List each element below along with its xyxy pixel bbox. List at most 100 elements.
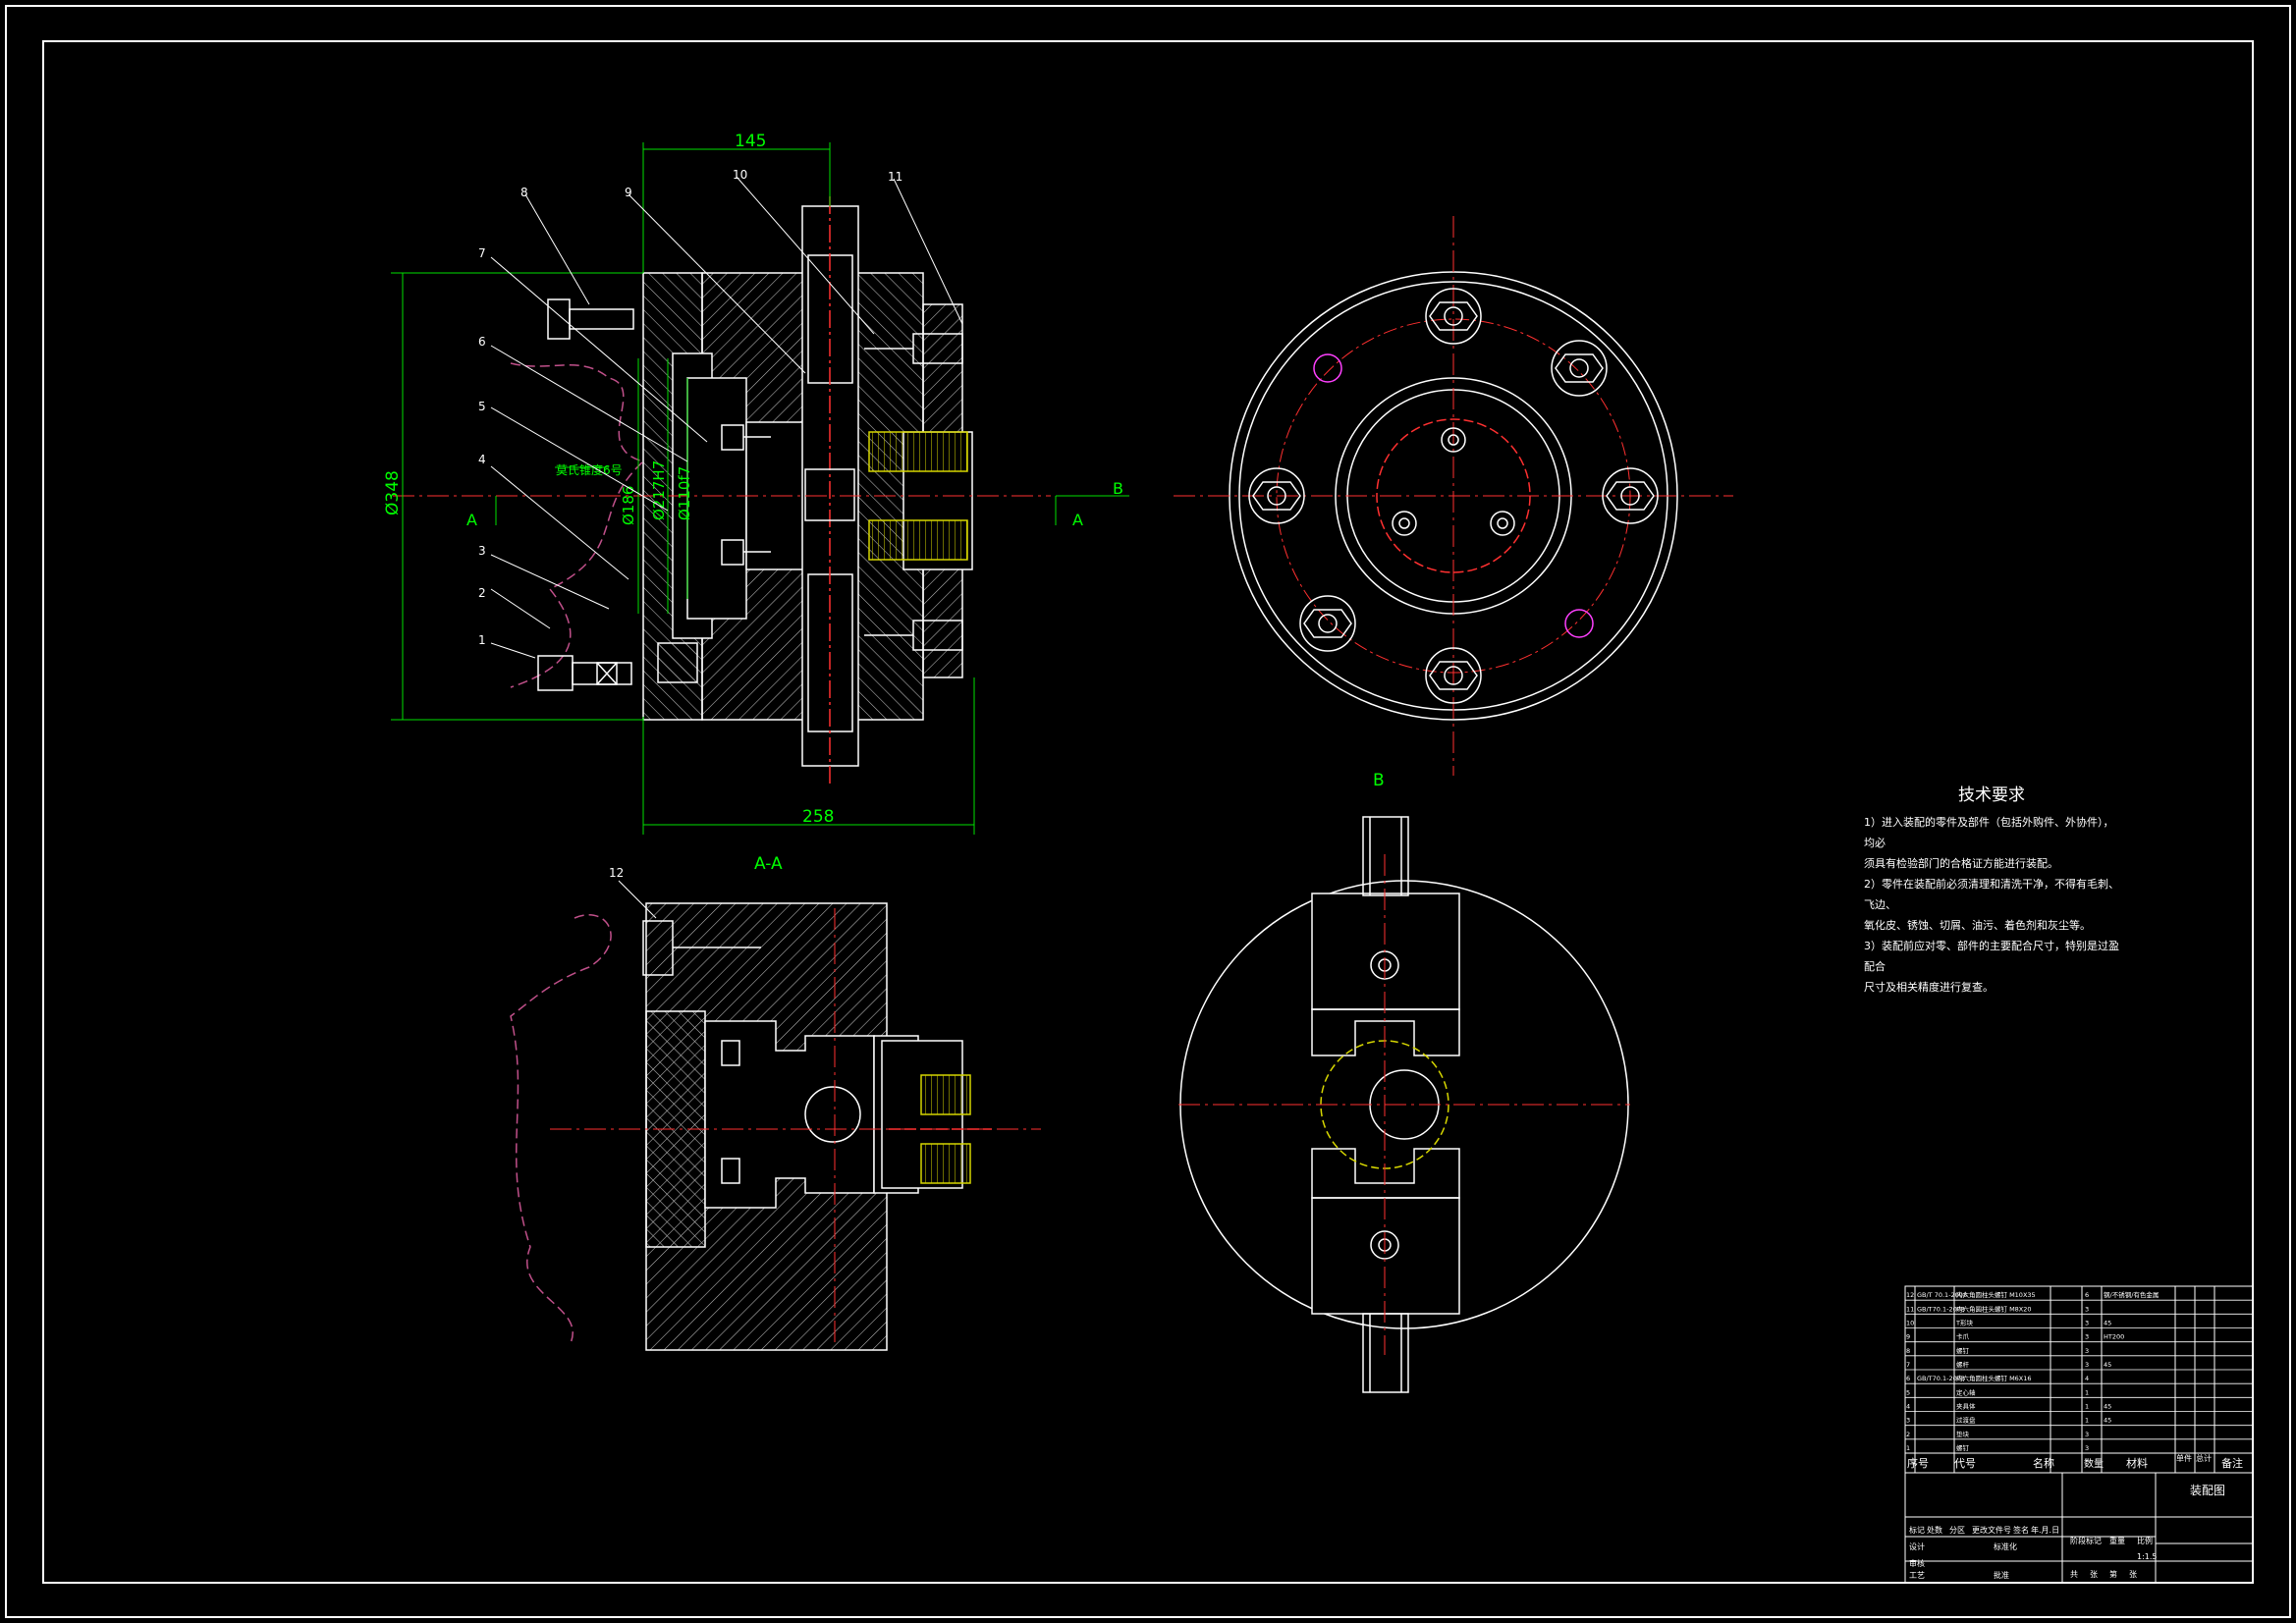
bom-header-code: 代号 <box>1954 1457 1976 1470</box>
bom-cell: 螺杆 <box>1956 1360 1970 1369</box>
main-view-dimensions <box>391 142 975 835</box>
section-arrows <box>495 495 1129 525</box>
bom-cell: 10 <box>1906 1320 1914 1327</box>
hex-bolt-upper <box>547 298 634 340</box>
bom-header-remark: 备注 <box>2221 1456 2243 1470</box>
tech-req-title: 技术要求 <box>1958 785 2025 805</box>
bom-cell: 45 <box>2104 1417 2111 1425</box>
balloon-12: 12 <box>609 866 624 880</box>
bom-cell: 定心轴 <box>1956 1387 1976 1396</box>
dim-217: Ø217H7 <box>650 460 668 520</box>
tb-label-mark: 标记 <box>1909 1525 1925 1535</box>
taper-note: 莫氏锥度6号 <box>556 462 623 477</box>
bom-header-unit: 单件 <box>2176 1453 2192 1463</box>
tech-req-line-4: 氧化皮、锈蚀、切屑、油污、着色剂和灰尘等。 <box>1864 919 2091 932</box>
bom-cell: 螺钉 <box>1956 1346 1970 1355</box>
tb-label-stage: 阶段标记 <box>2070 1536 2102 1545</box>
balloon-10: 10 <box>733 168 747 182</box>
tb-label-weight: 重量 <box>2109 1536 2125 1545</box>
hex-nut-left <box>1248 467 1305 524</box>
socket-screw-inner-2 <box>721 539 771 566</box>
bom-header-material: 材料 <box>2126 1456 2148 1470</box>
tb-label-zone: 分区 <box>1949 1526 1965 1535</box>
tb-label-no: 第 <box>2109 1569 2117 1579</box>
title-block: 装配图 标记 处数 分区 更改文件号 签名 年.月.日 设计 标准化 阶段标记 … <box>1909 1484 2225 1580</box>
hex-nut-bottom <box>1425 647 1482 704</box>
balloon-8: 8 <box>520 186 528 199</box>
bom-cell: 1 <box>1906 1444 1910 1452</box>
dim-186: Ø186 <box>620 486 637 525</box>
bom-cell: 5 <box>1906 1388 1910 1396</box>
balloon-11: 11 <box>888 170 902 184</box>
bom-cell: 3 <box>2085 1431 2089 1438</box>
bom-cell: 3 <box>2085 1320 2089 1327</box>
bom-cell: 螺钉 <box>1956 1443 1970 1452</box>
tb-label-change: 更改文件号 <box>1972 1525 2011 1535</box>
tb-label-count: 处数 <box>1927 1525 1942 1535</box>
tech-req-line-6: 尺寸及相关精度进行复查。 <box>1864 981 1994 994</box>
bom-cell: 9 <box>1906 1333 1910 1341</box>
tb-label-sign: 签名 <box>2013 1525 2029 1535</box>
hex-nut-top <box>1425 288 1482 345</box>
thread-upper <box>868 431 968 472</box>
main-view <box>393 196 1051 785</box>
bom-cell: GB/T70.1-2008 <box>1917 1375 1965 1382</box>
thread-lower <box>868 519 968 561</box>
bom-header: 序号 代号 名称 数量 材料 单件 总计 备注 <box>1907 1453 2243 1470</box>
tech-req-line-3: 2）零件在装配前必须清理和清洗干净，不得有毛刺、飞边、 <box>1864 878 2119 911</box>
balloon-leaders <box>490 176 963 659</box>
balloon-2: 2 <box>478 586 486 600</box>
bom-cell: 8 <box>1906 1347 1910 1355</box>
socket-screw-lower <box>864 620 963 651</box>
bom-cell: 过渡盘 <box>1956 1416 1976 1425</box>
bom-cell: 3 <box>2085 1361 2089 1369</box>
bom-cell: GB/T 70.1-2008 <box>1917 1291 1967 1299</box>
view-mark-b: B <box>1113 479 1123 498</box>
bom-cell: GB/T70.1-2008 <box>1917 1305 1965 1313</box>
section-view <box>510 902 1041 1351</box>
balloon-5: 5 <box>478 400 486 413</box>
bom-cell: 内六角圆柱头螺钉 M8X20 <box>1956 1304 2032 1313</box>
bom-cell: 2 <box>1906 1431 1910 1438</box>
bom-cell: 夹具体 <box>1956 1402 1976 1411</box>
bom-cell: 4 <box>2085 1375 2089 1382</box>
bom-header-total: 总计 <box>2196 1453 2212 1463</box>
tb-label-scale: 比例 <box>2137 1536 2153 1545</box>
tb-label-date: 年.月.日 <box>2031 1525 2059 1535</box>
bom-cell: 3 <box>1906 1417 1910 1425</box>
bom-cell: 45 <box>2104 1403 2111 1411</box>
section-label-aa: A-A <box>754 854 783 874</box>
drawing-name: 装配图 <box>2190 1484 2225 1497</box>
bom-cell: 45 <box>2104 1320 2111 1327</box>
socket-screw-upper <box>864 333 963 364</box>
view-label-b: B <box>1373 771 1385 790</box>
dim-145: 145 <box>735 132 766 151</box>
outer-border <box>5 5 2291 1618</box>
front-view <box>1174 216 1733 776</box>
tb-label-design: 设计 <box>1909 1542 1925 1551</box>
balloon-1: 1 <box>478 633 486 647</box>
section-mark-a-left: A <box>466 511 477 529</box>
bom-header-no: 序号 <box>1907 1456 1929 1470</box>
bom-cell: 12 <box>1906 1291 1914 1299</box>
hex-nut-upper-right <box>1551 340 1608 397</box>
bom-cell: 3 <box>2085 1347 2089 1355</box>
dim-348: Ø348 <box>383 470 403 515</box>
tb-label-process: 工艺 <box>1909 1571 1925 1580</box>
tech-req-line-5: 3）装配前应对零、部件的主要配合尺寸，特别是过盈配合 <box>1864 940 2119 973</box>
view-b <box>1178 816 1630 1393</box>
bom-cell: 1 <box>2085 1388 2089 1396</box>
tb-label-total: 共 <box>2070 1570 2078 1579</box>
dim-110: Ø110f7 <box>676 466 693 520</box>
balloon-3: 3 <box>478 544 486 558</box>
inner-border <box>42 40 2254 1584</box>
bom-cell: 45 <box>2104 1361 2111 1369</box>
tb-label-review: 审核 <box>1909 1558 1925 1568</box>
bom-cell: 6 <box>1906 1375 1910 1382</box>
technical-requirements: 技术要求 1）进入装配的零件及部件（包括外购件、外协件），均必 须具有检验部门的… <box>1864 785 2119 998</box>
balloon-6: 6 <box>478 335 486 349</box>
bom-cell: 3 <box>2085 1444 2089 1452</box>
bom-cell: 4 <box>1906 1403 1910 1411</box>
